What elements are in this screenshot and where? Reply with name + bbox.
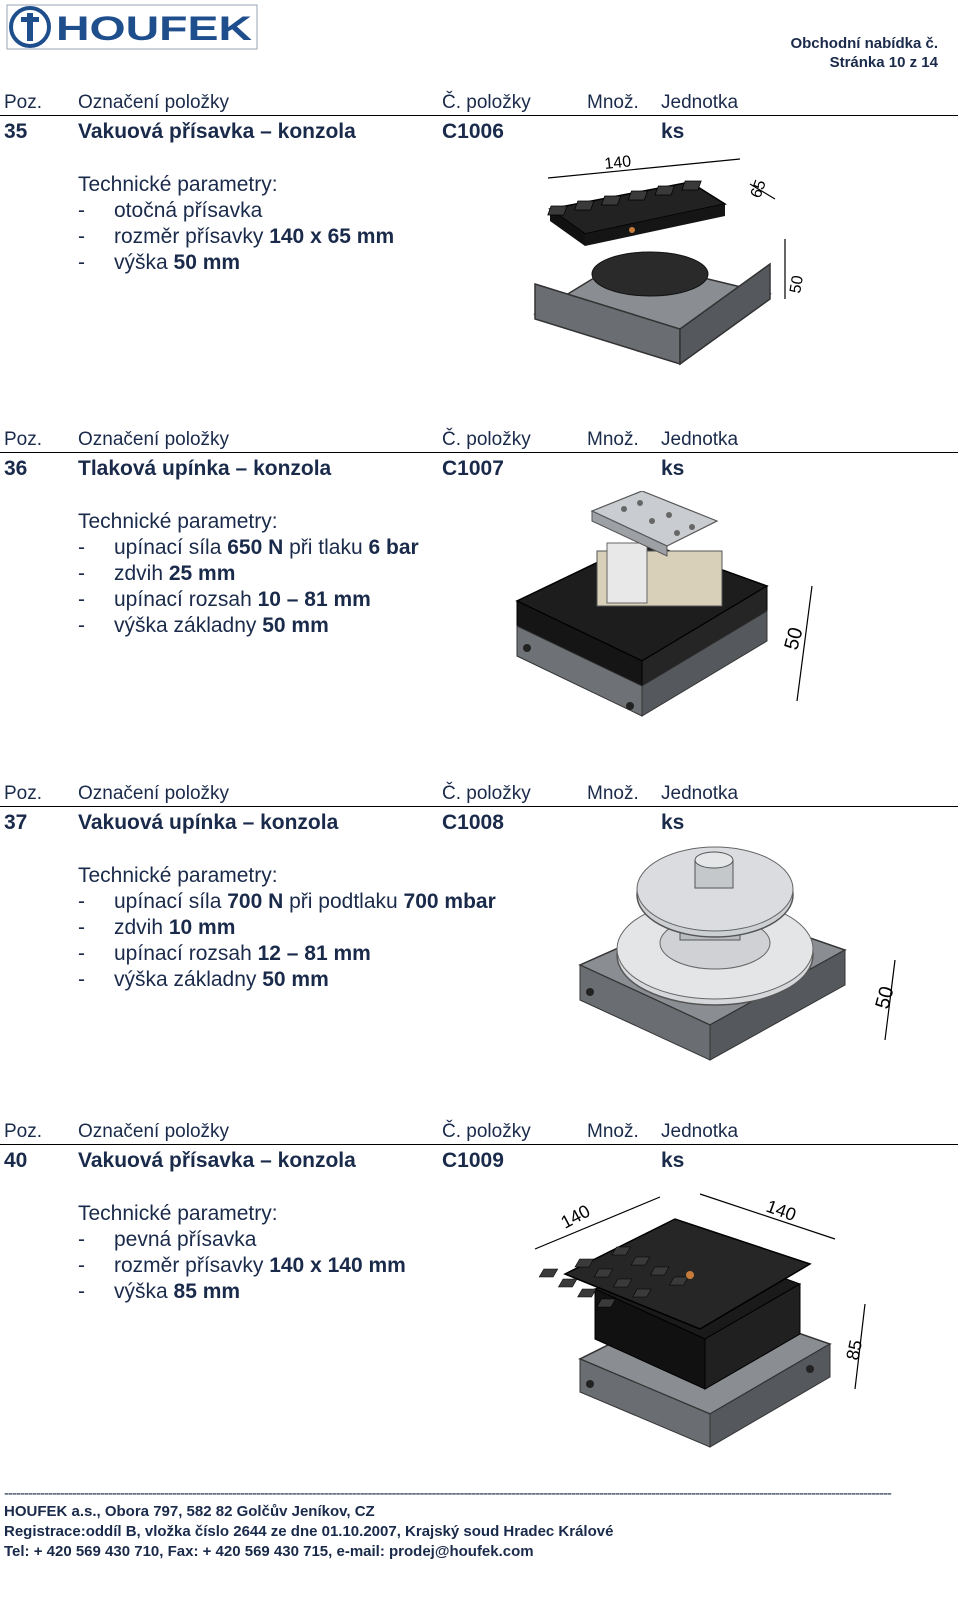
item-pos: 35	[4, 120, 28, 143]
item-pos: 37	[4, 811, 28, 834]
header-rule	[0, 1144, 958, 1145]
logo-wordmark: HOUFEK	[56, 10, 253, 48]
col-qty: Množ.	[587, 92, 639, 113]
item-number: C1006	[442, 120, 504, 143]
dim-140-left: 140	[557, 1201, 593, 1233]
param-line: -pevná přísavka	[78, 1228, 257, 1251]
params-title: Technické parametry:	[78, 510, 278, 533]
tech-params: Technické parametry: -upínací síla 650 N…	[78, 509, 419, 639]
tech-params: Technické parametry: -pevná přísavka -ro…	[78, 1201, 406, 1305]
item-block-35: Poz. Označení položky Č. položky Množ. J…	[0, 92, 960, 432]
item-pos: 40	[4, 1149, 28, 1172]
col-pos: Poz.	[4, 92, 43, 113]
param-line: -upínací rozsah 12 – 81 mm	[78, 942, 371, 965]
col-pos: Poz.	[4, 783, 43, 804]
col-number: Č. položky	[442, 1121, 531, 1142]
item-number: C1009	[442, 1149, 504, 1172]
tech-params: Technické parametry: -otočná přísavka -r…	[78, 172, 394, 276]
item-unit: ks	[661, 811, 685, 834]
product-image-c1007: 50	[515, 491, 813, 717]
doc-title: Obchodní nabídka č.	[790, 35, 938, 52]
item-name: Vakuová přísavka – konzola	[78, 120, 356, 143]
item-block-37: Poz. Označení položky Č. položky Množ. J…	[0, 783, 960, 1123]
header-rule	[0, 452, 958, 453]
dim-140-right: 140	[764, 1196, 799, 1225]
column-headers: Poz. Označení položky Č. položky Množ. J…	[0, 783, 960, 805]
param-line: -upínací síla 700 N při podtlaku 700 mba…	[78, 890, 496, 913]
item-pos: 36	[4, 457, 28, 480]
col-name: Označení položky	[78, 92, 230, 113]
footer-address: HOUFEK a.s., Obora 797, 582 82 Golčův Je…	[4, 1503, 375, 1520]
col-qty: Množ.	[587, 429, 639, 450]
houfek-logo: HOUFEK	[6, 4, 258, 50]
param-line: -rozměr přísavky 140 x 140 mm	[78, 1254, 406, 1277]
header-rule	[0, 115, 958, 116]
item-number: C1007	[442, 457, 504, 480]
dim-50: 50	[872, 984, 899, 1011]
dim-85: 85	[842, 1338, 866, 1362]
item-unit: ks	[661, 457, 685, 480]
footer-contact: Tel: + 420 569 430 710, Fax: + 420 569 4…	[4, 1543, 534, 1560]
item-unit: ks	[661, 120, 685, 143]
param-line: -otočná přísavka	[78, 199, 263, 222]
footer-separator: ----------------------------------------…	[4, 1488, 892, 1502]
col-qty: Množ.	[587, 783, 639, 804]
page-footer: ----------------------------------------…	[0, 1488, 960, 1562]
dim-50: 50	[787, 274, 807, 295]
param-line: -rozměr přísavky 140 x 65 mm	[78, 225, 395, 248]
column-headers: Poz. Označení položky Č. položky Množ. J…	[0, 92, 960, 114]
param-line: -výška 50 mm	[78, 251, 241, 274]
item-block-36: Poz. Označení položky Č. položky Množ. J…	[0, 429, 960, 769]
params-title: Technické parametry:	[78, 1202, 278, 1225]
param-line: -výška základny 50 mm	[78, 968, 329, 991]
col-pos: Poz.	[4, 1121, 43, 1142]
col-number: Č. položky	[442, 92, 531, 113]
col-number: Č. položky	[442, 783, 531, 804]
col-name: Označení položky	[78, 1121, 230, 1142]
col-name: Označení položky	[78, 783, 230, 804]
param-line: -výška 85 mm	[78, 1280, 241, 1303]
params-title: Technické parametry:	[78, 864, 278, 887]
dim-65: 65	[748, 178, 770, 201]
param-line: -výška základny 50 mm	[78, 614, 329, 637]
product-image-c1008: 50	[578, 846, 899, 1061]
product-image-c1009: 140 140 85	[534, 1193, 866, 1448]
params-title: Technické parametry:	[78, 173, 278, 196]
col-pos: Poz.	[4, 429, 43, 450]
col-unit: Jednotka	[661, 92, 739, 113]
col-qty: Množ.	[587, 1121, 639, 1142]
item-name: Tlaková upínka – konzola	[78, 457, 332, 480]
item-unit: ks	[661, 1149, 685, 1172]
param-line: -zdvih 25 mm	[78, 562, 236, 585]
col-name: Označení položky	[78, 429, 230, 450]
dim-140: 140	[604, 154, 632, 173]
item-name: Vakuová upínka – konzola	[78, 811, 339, 834]
col-unit: Jednotka	[661, 429, 739, 450]
param-line: -zdvih 10 mm	[78, 916, 236, 939]
footer-registration: Registrace:oddíl B, vložka číslo 2644 ze…	[4, 1523, 614, 1540]
page-info: Stránka 10 z 14	[829, 54, 938, 71]
tech-params: Technické parametry: -upínací síla 700 N…	[78, 863, 496, 993]
col-unit: Jednotka	[661, 783, 739, 804]
product-image-c1006: 140 65 50	[533, 154, 807, 366]
col-number: Č. položky	[442, 429, 531, 450]
col-unit: Jednotka	[661, 1121, 739, 1142]
header-rule	[0, 806, 958, 807]
param-line: -upínací rozsah 10 – 81 mm	[78, 588, 371, 611]
column-headers: Poz. Označení položky Č. položky Množ. J…	[0, 1121, 960, 1143]
column-headers: Poz. Označení položky Č. položky Množ. J…	[0, 429, 960, 451]
param-line: -upínací síla 650 N při tlaku 6 bar	[78, 536, 419, 559]
item-name: Vakuová přísavka – konzola	[78, 1149, 356, 1172]
item-block-40: Poz. Označení položky Č. položky Množ. J…	[0, 1121, 960, 1461]
item-number: C1008	[442, 811, 504, 834]
document-header: Obchodní nabídka č. Stránka 10 z 14	[790, 34, 938, 72]
